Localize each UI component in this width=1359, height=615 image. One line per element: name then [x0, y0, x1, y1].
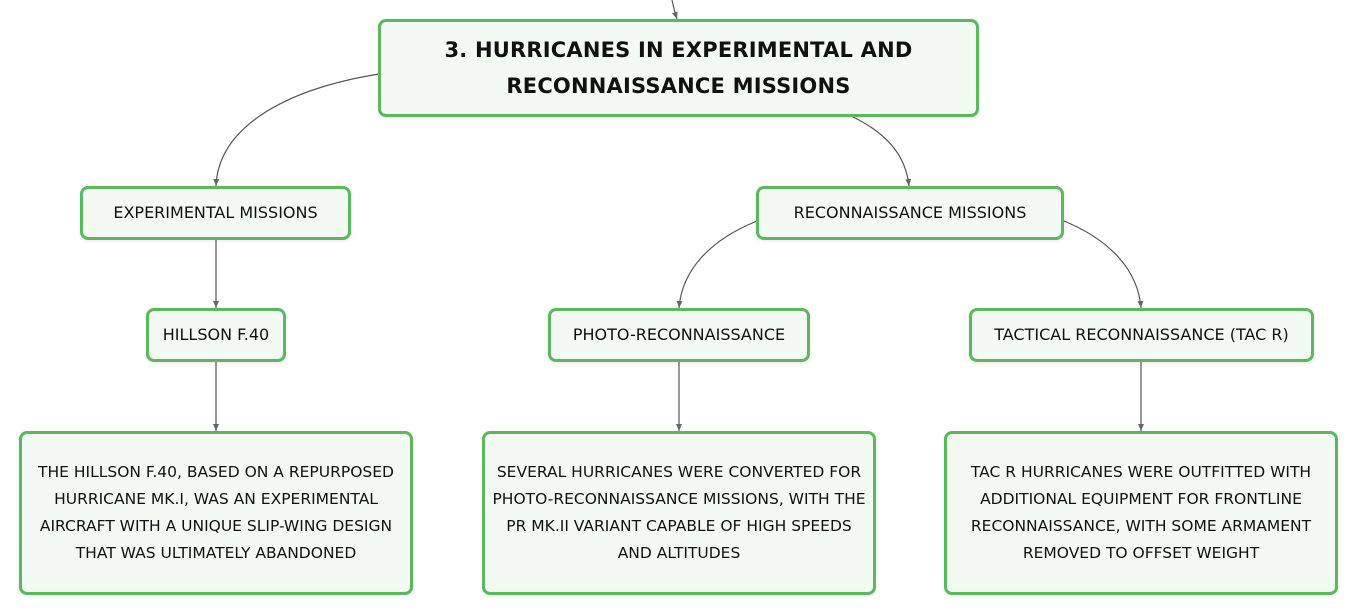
connector-root-to-reconnaissance [852, 116, 912, 187]
root-node-label: 3. HURRICANES IN EXPERIMENTAL AND RECONN… [444, 38, 913, 98]
tactical-reconnaissance-detail-node[interactable]: TAC R HURRICANES WERE OUTFITTED WITH ADD… [944, 431, 1338, 595]
tactical-reconnaissance-node[interactable]: TACTICAL RECONNAISSANCE (TAC R) [969, 308, 1314, 362]
connector-reconnaissance-to-photo [676, 220, 758, 309]
connector-parent-to-root [671, 0, 678, 20]
tactical-reconnaissance-label: TACTICAL RECONNAISSANCE (TAC R) [994, 325, 1289, 344]
hillson-f40-detail-node[interactable]: THE HILLSON F.40, BASED ON A REPURPOSED … [19, 431, 413, 595]
connector-root-to-experimental [213, 73, 380, 187]
photo-reconnaissance-detail-node[interactable]: SEVERAL HURRICANES WERE CONVERTED FOR PH… [482, 431, 876, 595]
tactical-reconnaissance-detail-text: TAC R HURRICANES WERE OUTFITTED WITH ADD… [970, 463, 1312, 562]
photo-reconnaissance-node[interactable]: PHOTO-RECONNAISSANCE [548, 308, 810, 362]
reconnaissance-missions-label: RECONNAISSANCE MISSIONS [793, 203, 1027, 222]
root-node[interactable]: 3. HURRICANES IN EXPERIMENTAL AND RECONN… [378, 19, 979, 117]
photo-reconnaissance-detail-text: SEVERAL HURRICANES WERE CONVERTED FOR PH… [492, 463, 866, 562]
hillson-f40-detail-text: THE HILLSON F.40, BASED ON A REPURPOSED … [38, 463, 394, 562]
connector-reconnaissance-to-tactical [1063, 220, 1144, 309]
experimental-missions-node[interactable]: EXPERIMENTAL MISSIONS [80, 186, 351, 240]
hillson-f40-node[interactable]: HILLSON F.40 [146, 308, 286, 362]
reconnaissance-missions-node[interactable]: RECONNAISSANCE MISSIONS [756, 186, 1064, 240]
experimental-missions-label: EXPERIMENTAL MISSIONS [113, 203, 318, 222]
hillson-f40-label: HILLSON F.40 [162, 325, 270, 344]
photo-reconnaissance-label: PHOTO-RECONNAISSANCE [572, 325, 786, 344]
